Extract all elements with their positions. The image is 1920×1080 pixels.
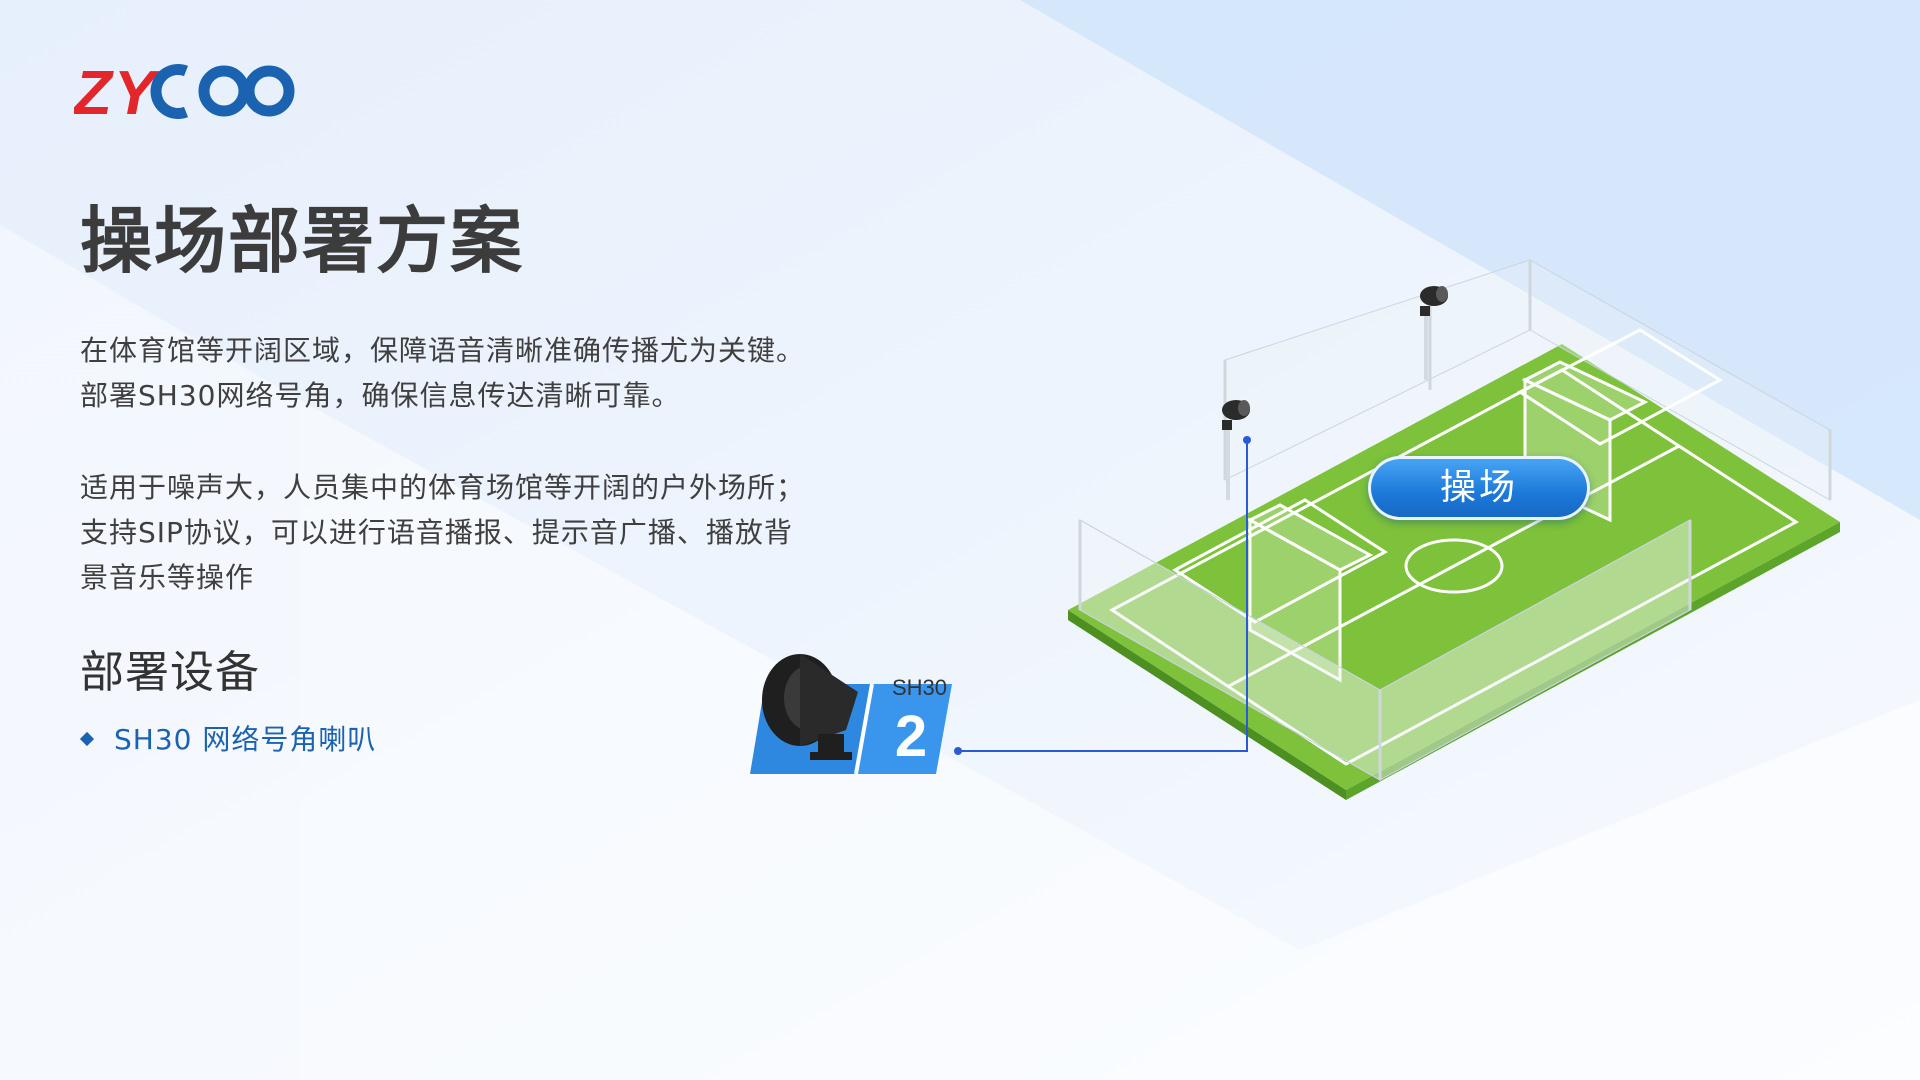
intro-line: 部署SH30网络号角，确保信息传达清晰可靠。 bbox=[80, 379, 681, 412]
field-label-badge: 操场 bbox=[1368, 456, 1590, 520]
horn-speaker-icon bbox=[762, 654, 858, 760]
device-number: 2 bbox=[894, 704, 928, 769]
usage-line: 景音乐等操作 bbox=[80, 561, 255, 594]
horn-speaker-right-icon bbox=[1420, 286, 1448, 380]
svg-text:Z: Z bbox=[74, 62, 114, 120]
field-side-left bbox=[1068, 610, 1346, 800]
horn-speaker-left-icon bbox=[1222, 400, 1250, 500]
page-title: 操场部署方案 bbox=[80, 199, 525, 283]
intro-paragraph: 在体育馆等开阔区域，保障语音清晰准确传播尤为关键。 部署SH30网络号角，确保信… bbox=[80, 328, 805, 418]
devices-heading: 部署设备 bbox=[80, 647, 260, 698]
fence-posts bbox=[1078, 260, 1832, 780]
device-list-item: SH30 网络号角喇叭 bbox=[79, 720, 377, 760]
usage-line: 适用于噪声大，人员集中的体育场馆等开阔的户外场所； bbox=[80, 471, 806, 504]
connection-line bbox=[954, 436, 1251, 755]
device-model-tag: SH30 bbox=[892, 675, 948, 700]
usage-line: 支持SIP协议，可以进行语音播报、提示音广播、播放背 bbox=[80, 516, 793, 549]
intro-line: 在体育馆等开阔区域，保障语音清晰准确传播尤为关键。 bbox=[80, 334, 806, 367]
pitch-lines bbox=[1109, 328, 1799, 766]
usage-paragraph: 适用于噪声大，人员集中的体育场馆等开阔的户外场所； 支持SIP协议，可以进行语音… bbox=[80, 465, 880, 600]
device-list: SH30 网络号角喇叭 bbox=[79, 720, 377, 760]
zycoo-logo: Z Y bbox=[74, 62, 295, 120]
device-item-label: SH30 网络号角喇叭 bbox=[114, 723, 377, 756]
goal-near bbox=[1246, 503, 1374, 683]
